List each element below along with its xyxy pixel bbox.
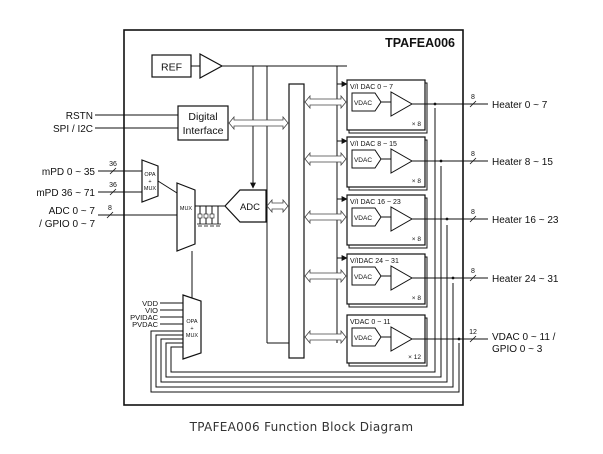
mux-to-adc-wiring [195, 205, 225, 227]
figure-caption: TPAFEA006 Function Block Diagram [189, 420, 414, 434]
digital-interface-label-1: Digital [188, 111, 217, 123]
opa-bottom-line-2: + [190, 326, 193, 332]
vdac-label: VDAC [354, 157, 372, 164]
opa-mux-bottom: OPA + MUX [182, 294, 202, 360]
bus-width-36-b: 36 [109, 182, 117, 189]
dac-multiplier: × 8 [412, 236, 422, 243]
bus-slash-adc [106, 211, 114, 219]
opa-bottom-line-3: MUX [186, 333, 199, 339]
rstn-label: RSTN [66, 111, 93, 122]
dac-amplifier [390, 91, 414, 117]
dac-multiplier: × 8 [412, 121, 422, 128]
bus-width-8: 8 [108, 205, 112, 212]
opa-mux-top: OPA + MUX [141, 159, 159, 203]
heater-output-label: Heater 8 ~ 15 [492, 157, 553, 168]
output-bus-width: 8 [471, 209, 475, 216]
vdac-block [351, 149, 382, 169]
dac-amplifier [390, 148, 414, 174]
ref-distribution-wires [191, 65, 348, 344]
dac-title: V/I DAC 16 ~ 23 [350, 199, 401, 206]
output-label-1: VDAC 0 ~ 11 / [492, 332, 556, 343]
dac-title: VDAC 0 ~ 11 [350, 319, 391, 326]
bus-slash-mpd-high [109, 188, 117, 196]
vdac-label: VDAC [354, 335, 372, 342]
dac-bus-arrow [304, 329, 347, 345]
vdac-block [351, 266, 382, 286]
digital-interface-block: Digital Interface [177, 105, 229, 141]
supply-pvdac: PVDAC [132, 320, 158, 329]
output-bus-width: 8 [471, 151, 475, 158]
adc-gpio-label-1: ADC 0 ~ 7 [49, 206, 96, 217]
adc-bus-arrow [266, 198, 289, 214]
spi-i2c-label: SPI / I2C [53, 124, 93, 135]
bus-width-36-a: 36 [109, 161, 117, 168]
adc-gpio-label-2: / GPIO 0 ~ 7 [39, 219, 95, 230]
ref-label: REF [161, 62, 182, 74]
supply-inputs: VDD VIO PVIDAC PVDAC [130, 299, 183, 329]
adc-block: ADC [224, 189, 267, 223]
heater-output-label: Heater 0 ~ 7 [492, 100, 548, 111]
opa-to-mux-wire [157, 180, 178, 194]
digital-interface-label-2: Interface [183, 125, 224, 137]
bus-slash-mpd-low [109, 167, 117, 175]
heater-output-label: Heater 16 ~ 23 [492, 215, 559, 226]
internal-bus [288, 83, 305, 359]
ref-block: REF [151, 54, 192, 78]
dac-title: V/I DAC 0 ~ 7 [350, 84, 393, 91]
output-bus-width: 8 [471, 94, 475, 101]
mpd-high-label: mPD 36 ~ 71 [36, 188, 95, 199]
dac-amplifier [390, 326, 414, 352]
dac-title: V/IDAC 24 ~ 31 [350, 258, 399, 265]
opa-top-line-3: MUX [144, 186, 157, 192]
chip-outline [123, 29, 464, 406]
dac-multiplier: × 8 [412, 178, 422, 185]
dac-bus-arrow [304, 209, 347, 225]
dac-amplifier [390, 206, 414, 232]
vdac-label: VDAC [354, 100, 372, 107]
opa-bottom-line-1: OPA [186, 319, 198, 325]
heater-output-label: Heater 24 ~ 31 [492, 274, 559, 285]
dac-multiplier: × 12 [408, 354, 421, 361]
mux-label: MUX [180, 206, 193, 212]
opa-top-line-2: + [148, 179, 151, 185]
dac-amplifier [390, 265, 414, 291]
supply-vio: VIO [145, 306, 158, 315]
feedback-wires [150, 108, 460, 393]
adc-label: ADC [240, 202, 260, 213]
supply-pvidac: PVIDAC [130, 313, 159, 322]
vdac-label: VDAC [354, 274, 372, 281]
dac-title: V/I DAC 8 ~ 15 [350, 141, 397, 148]
ref-buffer-amplifier [199, 52, 224, 80]
dac-bus-arrow [304, 268, 347, 284]
output-bus-width: 8 [471, 268, 475, 275]
main-mux: MUX [176, 182, 196, 252]
digital-bus-arrow [228, 115, 289, 131]
mpd-low-label: mPD 0 ~ 35 [42, 167, 96, 178]
dac-bus-arrow [304, 151, 347, 167]
chip-name: TPAFEA006 [385, 36, 455, 50]
vdac-block [351, 92, 382, 112]
supply-vdd: VDD [142, 299, 158, 308]
vdac-label: VDAC [354, 215, 372, 222]
opa-top-line-1: OPA [144, 172, 156, 178]
dac-multiplier: × 8 [412, 295, 422, 302]
output-bus-width: 12 [469, 329, 477, 336]
dac-unit: VDAC 0 ~ 11 VDAC × 12 12 VDAC 0 ~ 11 /GPIO 0… [304, 314, 556, 367]
vdac-block [351, 207, 382, 227]
output-label-2: GPIO 0 ~ 3 [492, 344, 543, 355]
vdac-block [351, 327, 382, 347]
dac-bus-arrow [304, 94, 347, 110]
